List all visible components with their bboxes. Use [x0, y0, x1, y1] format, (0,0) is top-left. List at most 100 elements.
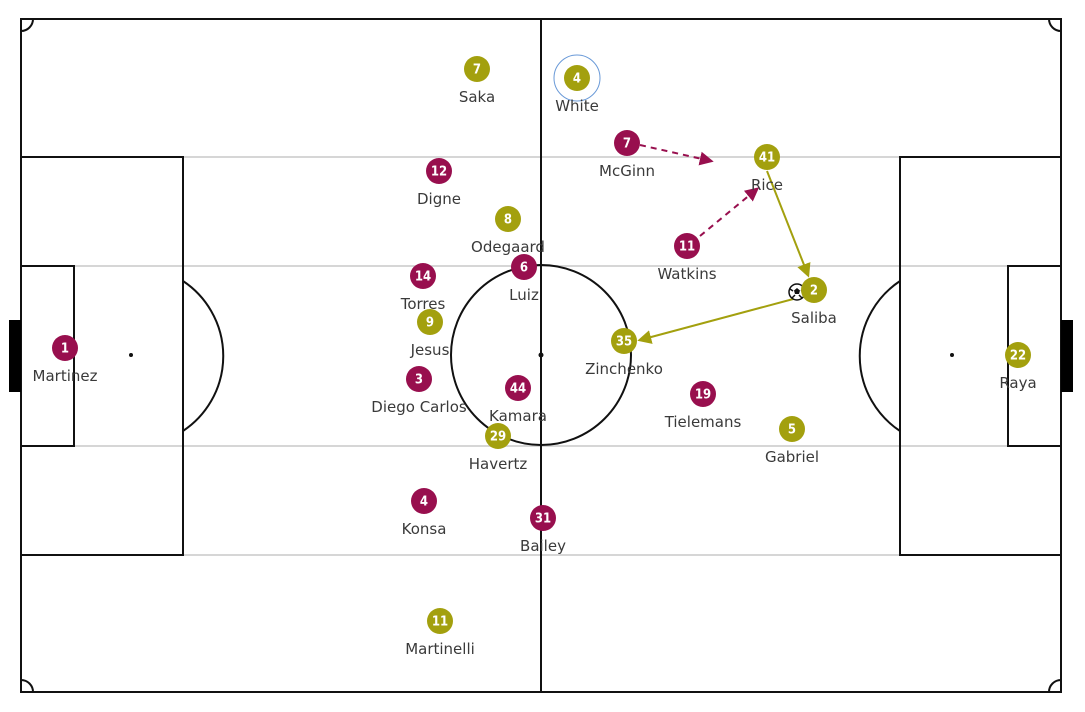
- player-marker[interactable]: [410, 263, 436, 289]
- highlight-ring: [553, 54, 601, 102]
- player-number: 7: [623, 137, 631, 152]
- corner-arc-bottom-left: [20, 679, 34, 693]
- player-marker[interactable]: [505, 375, 531, 401]
- player-number: 14: [415, 270, 431, 285]
- player-marker[interactable]: [464, 56, 490, 82]
- player-number: 1: [61, 342, 69, 357]
- left-penalty-spot: [129, 353, 133, 357]
- player-number: 5: [788, 423, 796, 438]
- player-marker[interactable]: [495, 206, 521, 232]
- centre-circle: [450, 264, 632, 446]
- player-name: Jesus: [410, 341, 450, 359]
- player-marker[interactable]: [779, 416, 805, 442]
- pass-arrow-rice-to-saliba: [766, 170, 811, 278]
- player-number: 6: [520, 261, 528, 276]
- player-number: 8: [504, 213, 512, 228]
- player-marker[interactable]: [485, 423, 511, 449]
- player-number: 12: [431, 165, 447, 180]
- player-number: 31: [535, 512, 551, 527]
- player-marker[interactable]: [690, 381, 716, 407]
- player-marker[interactable]: [614, 130, 640, 156]
- player-number: 2: [810, 284, 818, 299]
- right-penalty-spot: [950, 353, 954, 357]
- player-name: Martinelli: [405, 640, 475, 658]
- player-name: Havertz: [469, 455, 528, 473]
- player-name: Rice: [751, 176, 783, 194]
- player-name: Saka: [459, 88, 495, 106]
- player-number: 11: [432, 615, 448, 630]
- right-penalty-arc: [858, 280, 901, 432]
- player-marker[interactable]: [754, 144, 780, 170]
- player-marker[interactable]: [611, 328, 637, 354]
- player-number: 35: [616, 335, 632, 350]
- run-arrow-watkins: [699, 187, 760, 237]
- player-name: Diego Carlos: [371, 398, 467, 416]
- player-marker[interactable]: [801, 277, 827, 303]
- player-number: 9: [426, 316, 434, 331]
- run-arrow-mcginn: [639, 144, 714, 166]
- corner-arc-top-left: [20, 18, 34, 32]
- player-name: Watkins: [657, 265, 716, 283]
- player-name: Konsa: [402, 520, 447, 538]
- player-number: 11: [679, 240, 695, 255]
- pitch-markings: [9, 18, 1073, 693]
- centre-spot: [538, 352, 544, 358]
- player-name: Luiz: [509, 286, 539, 304]
- player-marker[interactable]: [406, 366, 432, 392]
- player-marker[interactable]: [427, 608, 453, 634]
- player-name: Tielemans: [664, 413, 742, 431]
- player-name: Bailey: [520, 537, 566, 555]
- corner-arc-bottom-right: [1048, 679, 1062, 693]
- right-goal: [1061, 320, 1073, 392]
- player-number: 29: [490, 430, 506, 445]
- corner-arc-top-right: [1048, 18, 1062, 32]
- player-marker[interactable]: [426, 158, 452, 184]
- player-name: Kamara: [489, 407, 547, 425]
- player-number: 7: [473, 63, 481, 78]
- player-name: Raya: [999, 374, 1036, 392]
- player-marker[interactable]: [511, 254, 537, 280]
- pass-arrow-saliba-to-zinchenko: [637, 297, 798, 344]
- player-name: White: [555, 97, 599, 115]
- player-marker[interactable]: [52, 335, 78, 361]
- player-name: Gabriel: [765, 448, 819, 466]
- player-marker[interactable]: [674, 233, 700, 259]
- player-marker[interactable]: [564, 65, 590, 91]
- player-name: Martinez: [33, 367, 98, 385]
- left-goal: [9, 320, 21, 392]
- player-name: Torres: [400, 295, 446, 313]
- player-number: 22: [1010, 349, 1026, 364]
- player-name: Zinchenko: [585, 360, 663, 378]
- player-number: 44: [510, 382, 526, 397]
- left-penalty-area: [20, 156, 184, 556]
- player-marker[interactable]: [1005, 342, 1031, 368]
- player-marker[interactable]: [417, 309, 443, 335]
- player-marker[interactable]: [411, 488, 437, 514]
- player-number: 41: [759, 151, 775, 166]
- player-marker[interactable]: [530, 505, 556, 531]
- player-number: 4: [573, 72, 581, 87]
